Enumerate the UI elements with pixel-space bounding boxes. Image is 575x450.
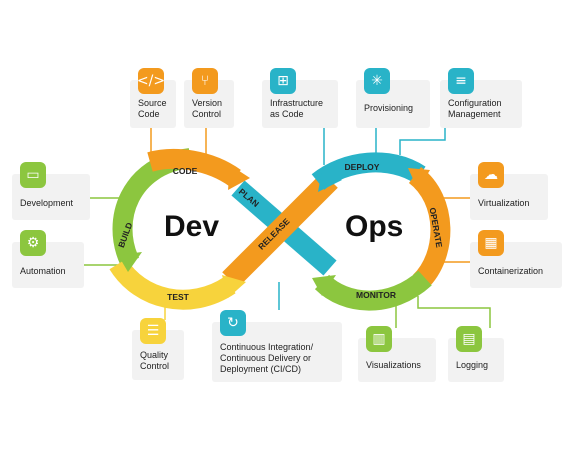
dev-label: Dev — [164, 210, 220, 243]
logging-label: Logging — [456, 360, 489, 370]
code-segment — [147, 148, 241, 187]
hub-icon: ✳ — [364, 68, 390, 94]
deploy-arrowhead — [318, 170, 342, 192]
configuration-label-2: Management — [448, 109, 501, 119]
visualizations-label: Visualizations — [366, 360, 421, 370]
configuration-label-1: Configuration — [448, 98, 502, 108]
bar-chart-icon: ▥ — [366, 326, 392, 352]
code-label: CODE — [173, 166, 198, 176]
monitor-icon: ▭ — [20, 162, 46, 188]
automation-label: Automation — [20, 266, 66, 276]
provisioning-label: Provisioning — [364, 103, 414, 113]
automation-node: ⚙ Automation — [12, 230, 84, 288]
sliders-icon: ≡ — [448, 68, 474, 94]
infrastructure-as-code-node: ⊞ Infrastructure as Code — [262, 68, 338, 128]
monitor-arrowhead — [312, 275, 336, 296]
monitor-label: MONITOR — [356, 290, 396, 300]
cloud-icon: ☁ — [478, 162, 504, 188]
quality-control-label-2: Control — [140, 361, 170, 371]
ci-cd-label-2: Continuous Delivery or — [220, 353, 312, 363]
source-code-label-1: Source — [138, 98, 167, 108]
connector-configuration — [399, 128, 446, 155]
containerization-node: ▦ Containerization — [470, 230, 562, 288]
log-icon: ▤ — [456, 326, 482, 352]
virtualization-label: Virtualization — [478, 198, 530, 208]
deploy-label: DEPLOY — [345, 162, 380, 172]
monitor-segment — [314, 270, 432, 311]
operate-segment — [408, 167, 451, 290]
connector-logging — [417, 296, 491, 328]
development-node: ▭ Development — [12, 162, 90, 220]
ci-cd-label-3: Deployment (CI/CD) — [220, 364, 302, 374]
checklist-icon: ☰ — [140, 318, 166, 344]
code-arrowhead — [228, 165, 250, 190]
infrastructure-label-1: Infrastructure — [270, 98, 324, 108]
ops-label: Ops — [345, 210, 404, 243]
release-segment — [222, 172, 338, 288]
network-icon: ⊞ — [270, 68, 296, 94]
virtualization-node: ☁ Virtualization — [470, 162, 548, 220]
provisioning-node: ✳ Provisioning — [356, 68, 430, 128]
version-control-label-2: Control — [192, 109, 222, 119]
source-code-label-2: Code — [138, 109, 160, 119]
development-label: Development — [20, 198, 74, 208]
container-icon: ▦ — [478, 230, 504, 256]
version-control-label-1: Version — [192, 98, 223, 108]
branch-icon: ⑂ — [192, 68, 218, 94]
logging-node: ▤ Logging — [448, 326, 504, 382]
build-arrowhead — [118, 252, 142, 272]
code-brackets-icon: </> — [137, 68, 165, 94]
infrastructure-label-2: as Code — [270, 109, 304, 119]
ci-cd-label-1: Continuous Integration/ — [220, 342, 314, 352]
containerization-label: Containerization — [478, 266, 544, 276]
quality-control-node: ☰ Quality Control — [132, 318, 184, 380]
operate-arrowhead — [408, 168, 430, 190]
source-code-node: </> Source Code — [130, 68, 176, 128]
configuration-management-node: ≡ Configuration Management — [440, 68, 522, 128]
ci-cd-node: ↻ Continuous Integration/ Continuous Del… — [212, 310, 342, 382]
version-control-node: ⑂ Version Control — [184, 68, 234, 128]
cycle-icon: ↻ — [220, 310, 246, 336]
test-segment — [109, 258, 236, 310]
visualizations-node: ▥ Visualizations — [358, 326, 436, 382]
test-arrowhead — [222, 275, 246, 298]
test-label: TEST — [167, 292, 190, 302]
gear-icon: ⚙ — [20, 230, 46, 256]
quality-control-label-1: Quality — [140, 350, 169, 360]
